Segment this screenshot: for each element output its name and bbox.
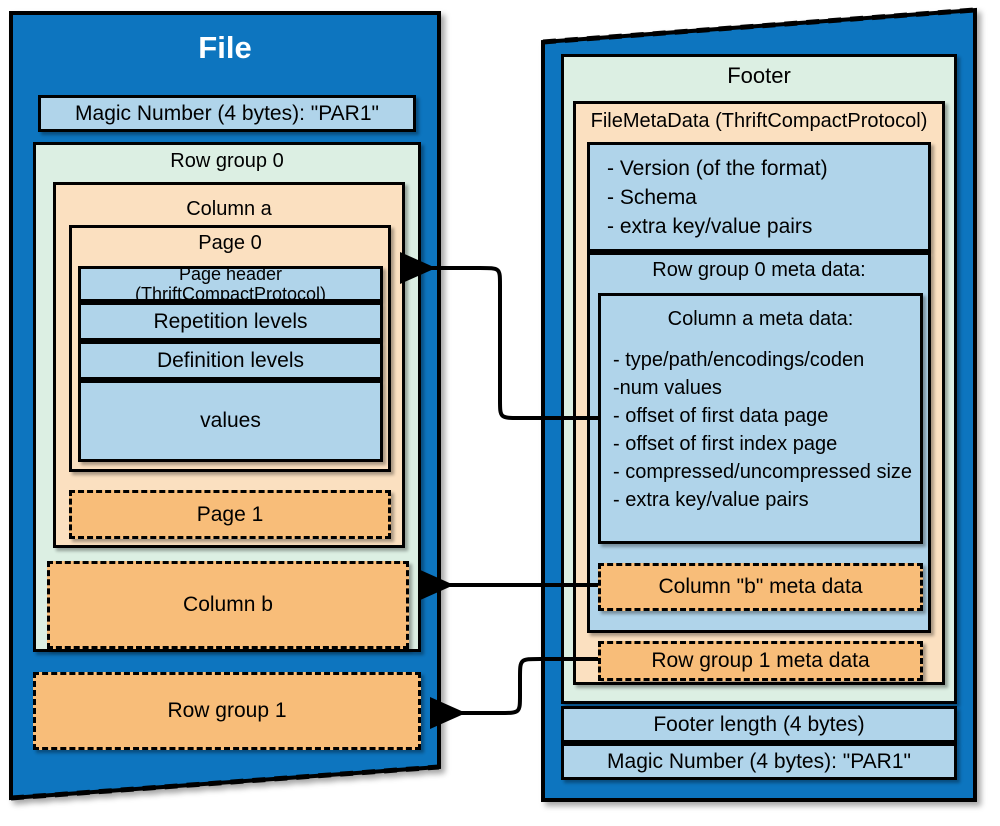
footer-length-box: Footer length (4 bytes) <box>561 706 957 743</box>
column-b-box: Column b <box>47 561 409 649</box>
definition-levels-box: Definition levels <box>78 341 383 380</box>
footer-magic-number-label: Magic Number (4 bytes): "PAR1" <box>607 749 911 773</box>
row-group-1-meta-label: Row group 1 meta data <box>651 649 870 673</box>
values-label: values <box>200 409 261 433</box>
file-panel-title: File <box>198 30 252 65</box>
file-magic-number-box: Magic Number (4 bytes): "PAR1" <box>38 95 416 132</box>
column-b-meta-label: Column "b" meta data <box>658 575 863 599</box>
row-group-1-label: Row group 1 <box>167 699 287 723</box>
page-1-box: Page 1 <box>69 490 391 539</box>
repetition-levels-box: Repetition levels <box>78 302 383 341</box>
column-a-meta-box <box>598 293 923 544</box>
repetition-levels-label: Repetition levels <box>153 309 308 333</box>
file-meta-top-items-box <box>587 142 931 252</box>
column-b-meta-box: Column "b" meta data <box>598 563 923 611</box>
page-header-box: Page header (ThriftCompactProtocol) <box>78 263 383 304</box>
file-magic-number-label: Magic Number (4 bytes): "PAR1" <box>75 101 379 125</box>
footer-length-label: Footer length (4 bytes) <box>653 712 865 736</box>
footer-magic-number-box: Magic Number (4 bytes): "PAR1" <box>561 743 957 780</box>
page-header-label: Page header (ThriftCompactProtocol) <box>134 263 327 304</box>
row-group-1-meta-box: Row group 1 meta data <box>598 641 923 681</box>
row-group-1-box: Row group 1 <box>33 672 421 750</box>
definition-levels-label: Definition levels <box>156 348 305 372</box>
column-b-label: Column b <box>183 593 273 617</box>
page-1-label: Page 1 <box>196 502 264 526</box>
values-box: values <box>78 380 383 462</box>
